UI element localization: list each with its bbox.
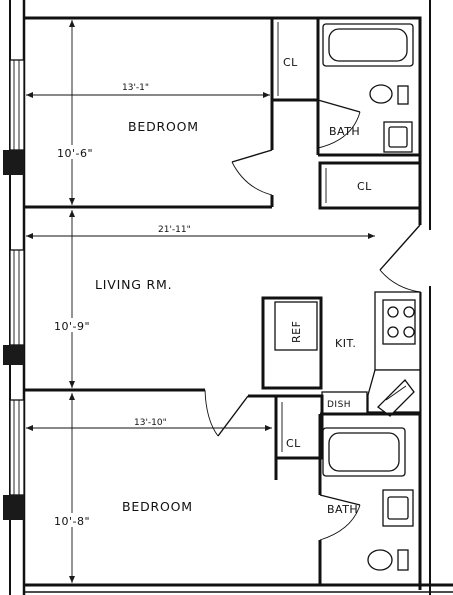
left-exterior-wall: [3, 0, 26, 595]
bottom-bath: [318, 412, 420, 585]
dimension-lines: [26, 20, 375, 583]
label-living-room: LIVING RM.: [95, 277, 172, 292]
label-closet-hall: CL: [357, 180, 372, 193]
bottom-bedroom-door: [204, 389, 249, 437]
bottom-closet: [274, 394, 324, 480]
top-bath: [317, 23, 420, 157]
dim-top-bedroom-depth: 10'-6": [57, 147, 93, 160]
dim-bottom-bedroom-depth: 10'-8": [54, 515, 90, 528]
label-bedroom-top: BEDROOM: [128, 119, 199, 134]
kitchen: [321, 291, 421, 417]
dim-top-bedroom-width: 13'-1": [122, 83, 149, 93]
label-closet-bottom: CL: [286, 437, 301, 450]
top-bedroom: [24, 18, 274, 209]
dim-living-depth: 10'-9": [54, 320, 90, 333]
label-bedroom-bottom: BEDROOM: [122, 499, 193, 514]
label-bath-top: BATH: [329, 125, 360, 138]
label-dishwasher: DISH: [327, 400, 351, 410]
hall-closet: [318, 161, 422, 210]
label-bath-bottom: BATH: [327, 503, 358, 516]
refrigerator: [261, 296, 323, 390]
dim-bottom-bedroom-width: 13'-10": [134, 418, 167, 428]
top-closet: [272, 18, 320, 155]
label-kitchen: KIT.: [335, 337, 356, 350]
dim-overall-width: 21'-11": [158, 225, 191, 235]
label-closet-top: CL: [283, 56, 298, 69]
living-room-walls: [24, 224, 421, 398]
label-refrigerator: REF: [290, 321, 303, 343]
